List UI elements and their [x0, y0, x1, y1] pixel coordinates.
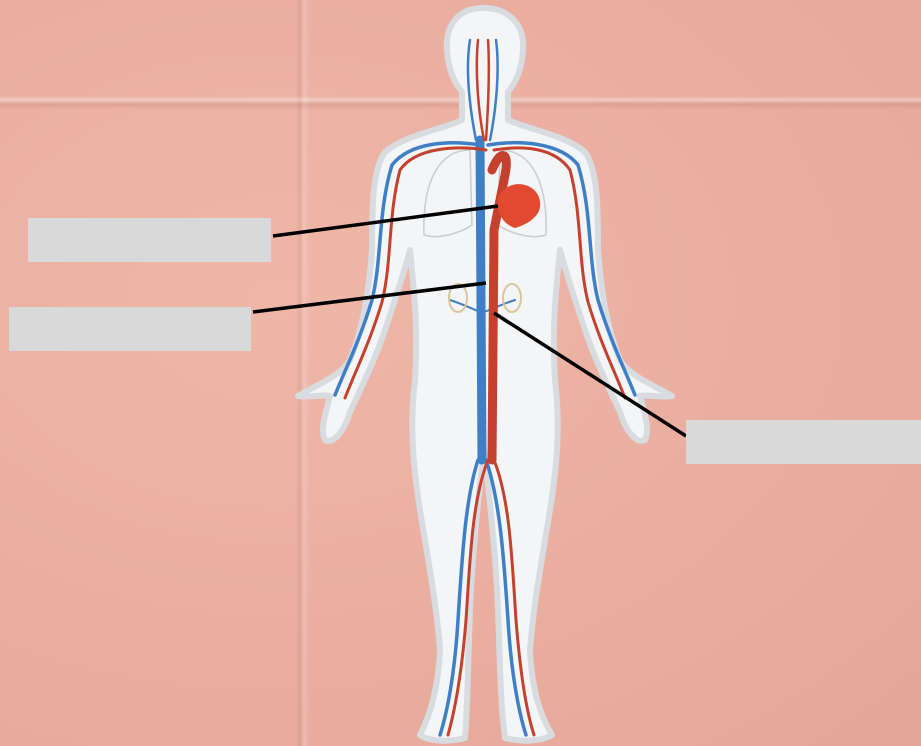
label-box-3[interactable] — [686, 420, 921, 464]
label-box-1[interactable] — [28, 218, 271, 262]
label-box-2[interactable] — [9, 307, 251, 351]
